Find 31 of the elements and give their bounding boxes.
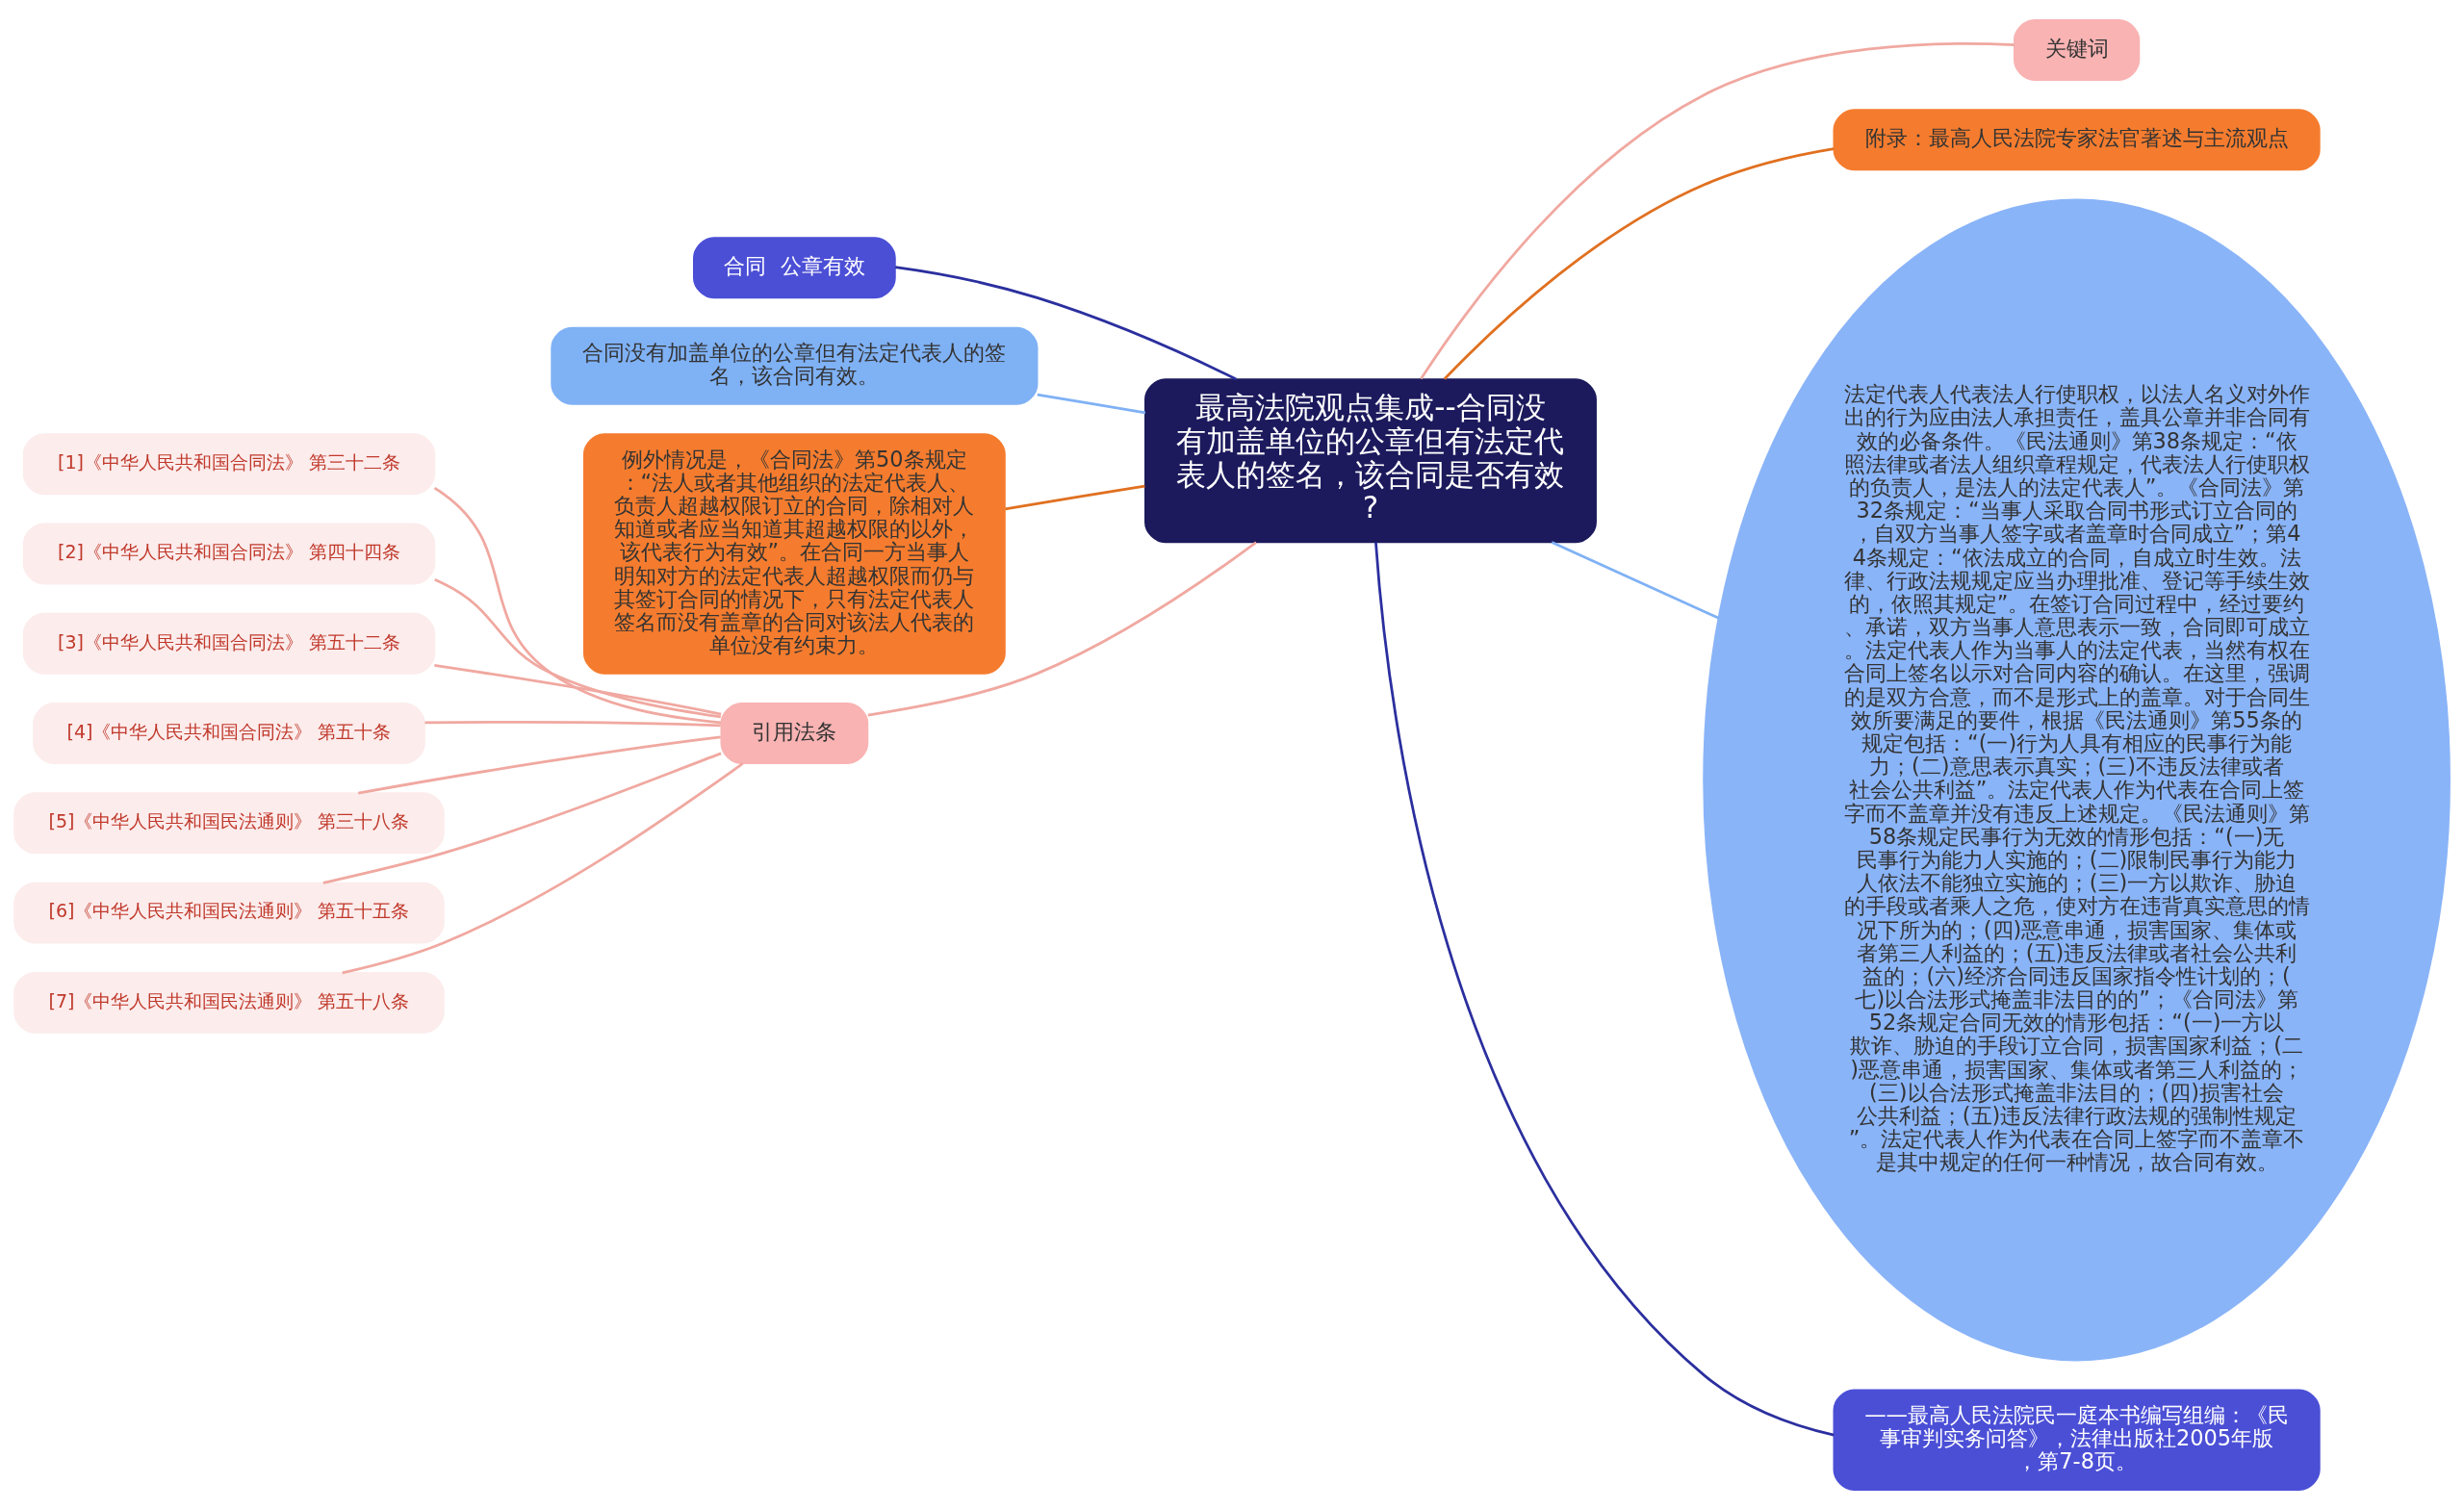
node-box: 最高法院观点集成--合同没有加盖单位的公章但有法定代表人的签名，该合同是否有效? (1144, 377, 1597, 543)
connector (342, 761, 744, 974)
connector (322, 752, 722, 884)
connector (1037, 393, 1146, 414)
connector (434, 663, 722, 715)
node-box: [1]《中华人民共和国合同法》 第三十二条 (22, 432, 436, 495)
connector (867, 541, 1257, 717)
connector (1551, 540, 1720, 619)
node-box: [7]《中华人民共和国民法通则》 第五十八条 (13, 971, 445, 1034)
connector (1005, 484, 1145, 510)
node-box: [4]《中华人民共和国合同法》 第五十条 (33, 702, 425, 764)
node-box: [3]《中华人民共和国合同法》 第五十二条 (22, 612, 436, 675)
node-box: [2]《中华人民共和国合同法》 第四十四条 (22, 523, 436, 584)
node-box: ——最高人民法院民一庭本书编写组编：《民事审判实务问答》，法律出版社2005年版，第7-8页。 (1833, 1389, 2321, 1491)
node-box: 例外情况是，《合同法》第50条规定：“法人或者其他组织的法定代表人、负责人超越权限订立的合同，除相对人知道或者应当知道其超越权限的以外，该代表行为有效”。在合同一方当事人明知对方的法定代表人超越权限而仍与其签订合同的情况下，只有法定代表人签名而没有盖章的合同对该法人代表的单位没有约束力。 (582, 432, 1006, 675)
connector (895, 265, 1237, 380)
node-box: 合同 公章有效 (693, 236, 896, 298)
node-ellipse: 法定代表人代表法人行使职权，以法人名义对外作出的行为应由法人承担责任，盖具公章并非合同有效的必备条件。《民法通则》第38条规定：“依照法律或者法人组织章程规定，代表法人行使职权的负责人，是法人的法定代表人”。《合同法》第32条规定：“当事人采取合同书形式订立合同的，自双方当事人签字或者盖章时合同成立”；第44条规定：“依法成立的合同，自成立时生效。法律、行政法规规定应当办理批准、登记等手续生效的，依照其规定”。在签订合同过程中，经过要约、承诺，双方当事人意思表示一致，合同即可成立。法定代表人作为当事人的法定代表，当然有权在合同上签名以示对合同内容的确认。在这里，强调的是双方合意，而不是形式上的盖章。对于合同生效所要满足的要件，根据《民法通则》第55条的规定包括：“(一)行为人具有相应的民事行为能力；(二)意思表示真实；(三)不违反法律或者社会公共利益”。法定代表人作为代表在合同上签字而不盖章并没有违反上述规定。《民法通则》第58条规定民事行为无效的情形包括：“(一)无民事行为能力人实施的；(二)限制民事行为能力人依法不能独立实施的；(三)一方以欺诈、胁迫的手段或者乘人之危，使对方在违背真实意思的情况下所为的；(四)恶意串通，损害国家、集体或者第三人利益的；(五)违反法律或者社会公共利益的；(六)经济合同违反国家指令性计划的；(七)以合法形式掩盖非法目的的”；《合同法》第52条规定合同无效的情形包括：“(一)一方以欺诈、胁迫的手段订立合同，损害国家利益；(二)恶意串通，损害国家、集体或者第三人利益的；(三)以合法形式掩盖非法目的；(四)损害社会公共利益；(五)违反法律行政法规的强制性规定”。法定代表人作为代表在合同上签字而不盖章不是其中规定的任何一种情况，故合同有效。 (1703, 197, 2451, 1361)
node-box: 关键词 (2013, 18, 2141, 81)
node-box: 合同没有加盖单位的公章但有法定代表人的签名，该合同有效。 (551, 326, 1039, 405)
connector (434, 577, 722, 718)
node-box: 引用法条 (720, 702, 869, 764)
connector (358, 735, 721, 795)
connector (424, 720, 721, 727)
node-box: [6]《中华人民共和国民法通则》 第五十五条 (13, 882, 445, 944)
connector (1443, 146, 1835, 380)
node-box: [5]《中华人民共和国民法通则》 第三十八条 (13, 791, 445, 854)
connector (1374, 541, 1835, 1437)
node-box: 附录：最高人民法院专家法官著述与主流观点 (1833, 108, 2321, 170)
connector (433, 486, 722, 724)
connector (1420, 41, 2015, 379)
